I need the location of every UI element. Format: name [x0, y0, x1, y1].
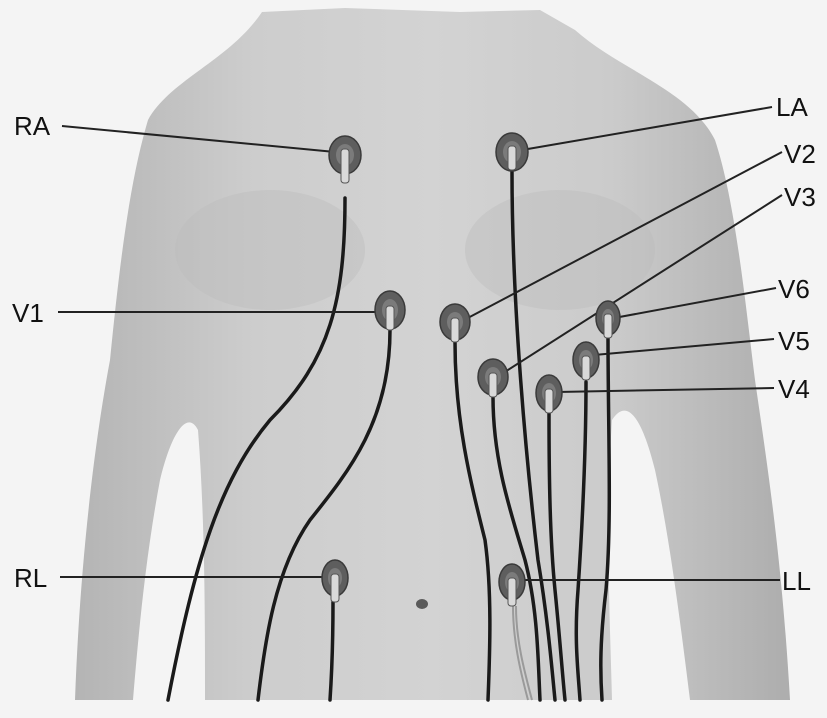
label-v1-text: V1	[12, 298, 44, 328]
label-v5: V5	[778, 326, 810, 356]
label-v3-text: V3	[784, 182, 816, 212]
label-v4: V4	[778, 374, 810, 404]
label-rl: RL	[14, 563, 47, 593]
label-ra: RA	[14, 111, 51, 141]
torso	[75, 8, 790, 700]
label-v1: V1	[12, 298, 44, 328]
label-v6-text: V6	[778, 274, 810, 304]
label-v2-text: V2	[784, 139, 816, 169]
label-v4-text: V4	[778, 374, 810, 404]
electrode-la	[496, 133, 528, 171]
navel	[416, 599, 428, 609]
label-ll: LL	[782, 566, 811, 596]
electrode-v1	[375, 291, 405, 330]
label-v3: V3	[784, 182, 816, 212]
label-v5-text: V5	[778, 326, 810, 356]
left-pec-shading	[465, 190, 655, 310]
label-la: LA	[776, 92, 808, 122]
label-v2: V2	[784, 139, 816, 169]
label-v6: V6	[778, 274, 810, 304]
